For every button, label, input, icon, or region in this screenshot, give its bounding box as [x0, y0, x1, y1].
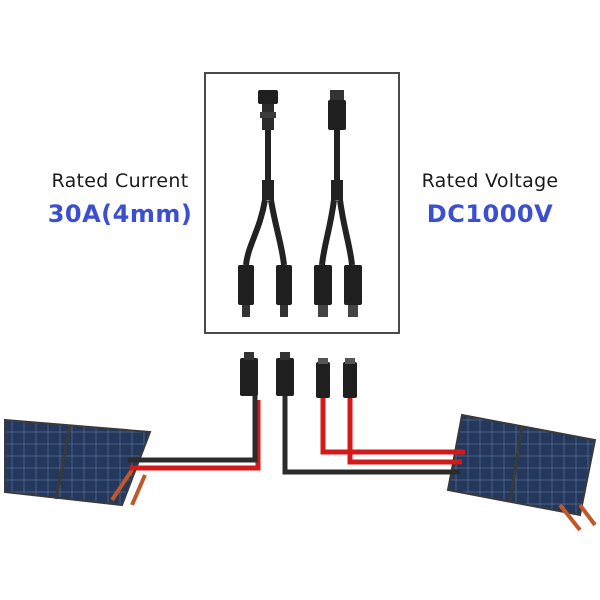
rated-voltage-label: Rated Voltage	[421, 170, 559, 192]
rated-current-spec: Rated Current 30A(4mm)	[30, 170, 210, 228]
y-branch-connector-right	[314, 90, 362, 317]
y-branch-connector-left	[238, 90, 292, 317]
rated-voltage-value: DC1000V	[426, 200, 554, 228]
rated-current-label: Rated Current	[51, 170, 189, 192]
connector-row	[240, 352, 357, 398]
rated-current-value: 30A(4mm)	[47, 200, 193, 228]
solar-panel-left	[4, 418, 152, 507]
product-photo-frame	[204, 72, 400, 334]
solar-panel-right	[446, 413, 597, 532]
cables	[128, 395, 465, 475]
rated-voltage-spec: Rated Voltage DC1000V	[400, 170, 580, 228]
